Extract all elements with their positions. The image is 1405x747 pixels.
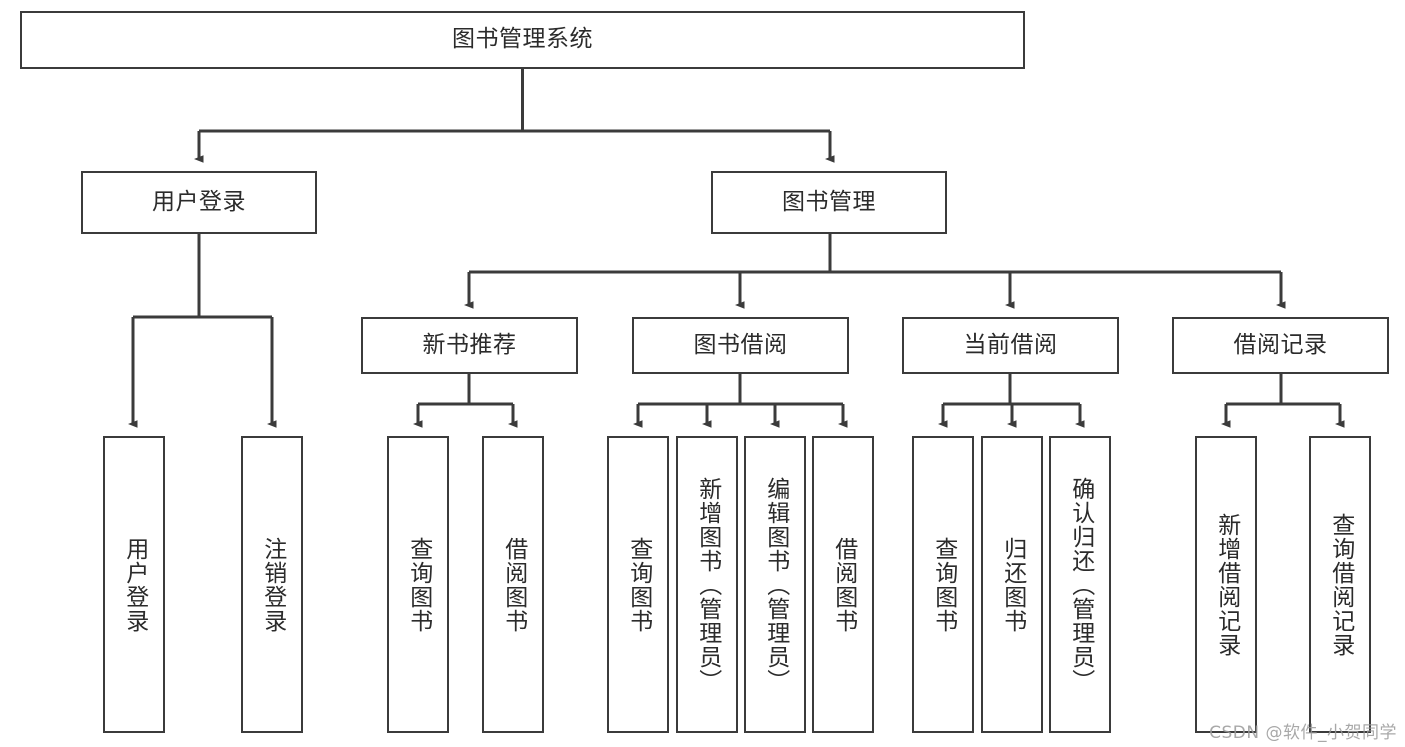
node-bb-query-book[interactable]: 查询图书: [607, 436, 669, 733]
node-root[interactable]: 图书管理系统: [20, 11, 1025, 69]
node-borrow-records[interactable]: 借阅记录: [1172, 317, 1389, 374]
node-label: 查询图书: [930, 536, 957, 633]
node-cb-query-book[interactable]: 查询图书: [912, 436, 974, 733]
node-br-query-record[interactable]: 查询借阅记录: [1309, 436, 1371, 733]
node-user-login[interactable]: 用户登录: [81, 171, 317, 234]
node-label: 借阅图书: [830, 536, 857, 633]
node-cb-confirm-return[interactable]: 确认归还（管理员）: [1049, 436, 1111, 733]
node-label: 图书借阅: [693, 331, 788, 358]
node-label: 用户登录: [152, 188, 246, 215]
node-label: 新增图书（管理员）: [694, 476, 721, 693]
node-label: 新增借阅记录: [1213, 512, 1240, 657]
node-bb-borrow-book[interactable]: 借阅图书: [812, 436, 874, 733]
node-label: 用户登录: [121, 536, 148, 633]
node-label: 借阅记录: [1233, 331, 1328, 358]
node-book-borrow[interactable]: 图书借阅: [632, 317, 849, 374]
node-current-borrow[interactable]: 当前借阅: [902, 317, 1119, 374]
node-label: 查询图书: [405, 536, 432, 633]
node-user-logout[interactable]: 注销登录: [241, 436, 303, 733]
watermark: CSDN @软件_小贺同学: [1209, 723, 1397, 743]
node-book-admin[interactable]: 图书管理: [711, 171, 947, 234]
node-nbr-borrow-book[interactable]: 借阅图书: [482, 436, 544, 733]
node-label: 编辑图书（管理员）: [762, 476, 789, 693]
node-bb-edit-book[interactable]: 编辑图书（管理员）: [744, 436, 806, 733]
node-cb-return-book[interactable]: 归还图书: [981, 436, 1043, 733]
node-label: 新书推荐: [422, 331, 517, 358]
node-label: 查询图书: [625, 536, 652, 633]
node-br-add-record[interactable]: 新增借阅记录: [1195, 436, 1257, 733]
node-label: 借阅图书: [500, 536, 527, 633]
node-label: 图书管理: [782, 188, 876, 215]
node-label: 图书管理系统: [452, 26, 593, 53]
node-nbr-query-book[interactable]: 查询图书: [387, 436, 449, 733]
node-user-login-do[interactable]: 用户登录: [103, 436, 165, 733]
node-label: 确认归还（管理员）: [1067, 476, 1094, 693]
node-label: 当前借阅: [963, 331, 1058, 358]
node-label: 归还图书: [999, 536, 1026, 633]
node-label: 查询借阅记录: [1327, 512, 1354, 657]
node-new-book-rec[interactable]: 新书推荐: [361, 317, 578, 374]
node-label: 注销登录: [259, 536, 286, 633]
node-bb-add-book[interactable]: 新增图书（管理员）: [676, 436, 738, 733]
